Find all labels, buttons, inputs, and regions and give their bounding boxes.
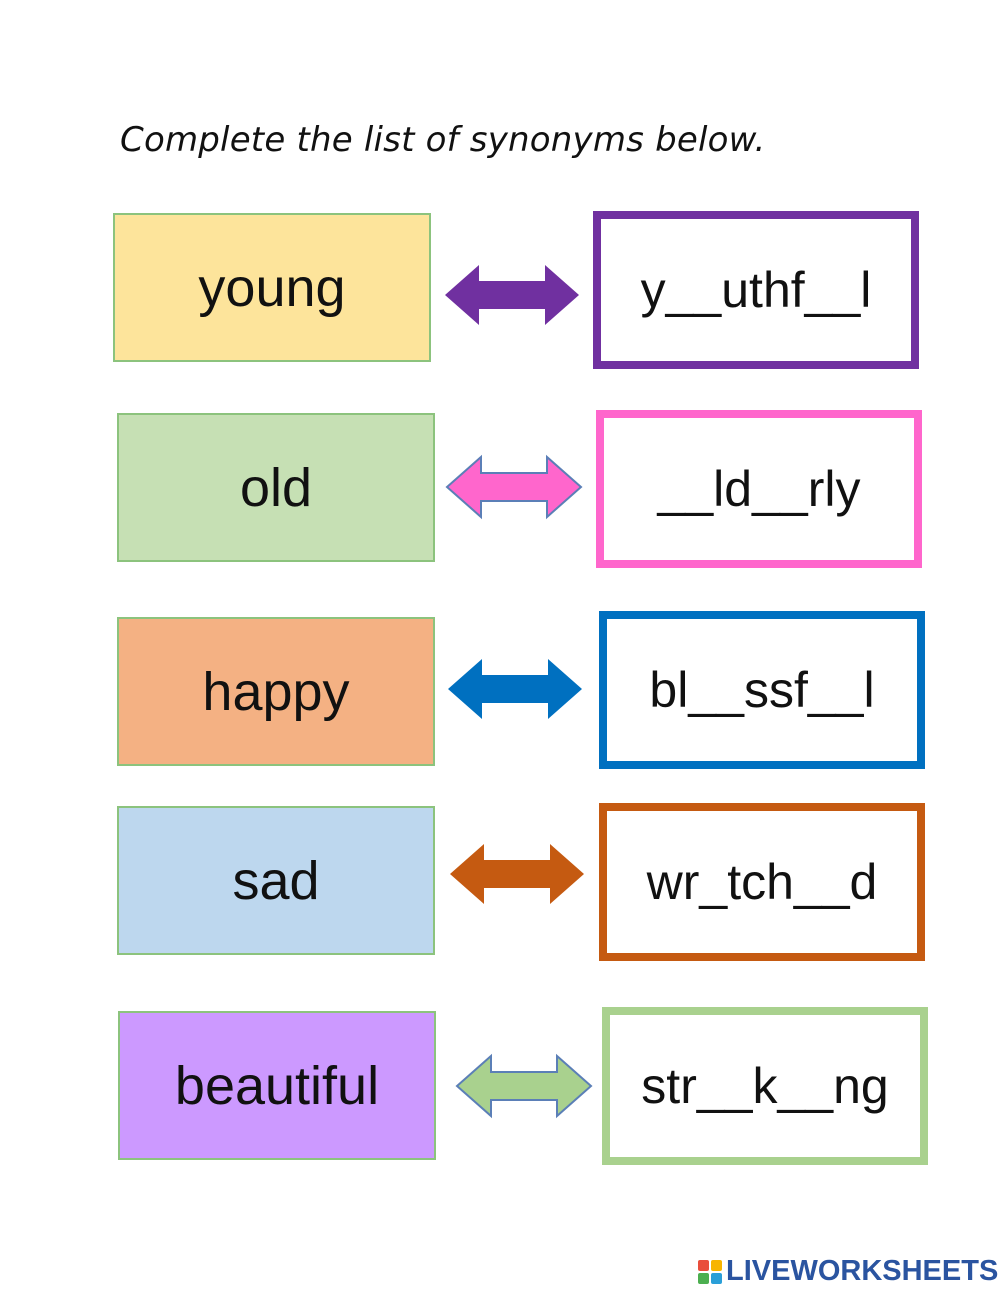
arrow-shape: [445, 454, 583, 520]
logo-square: [711, 1272, 722, 1284]
instruction-text: Complete the list of synonyms below.: [120, 120, 766, 160]
arrow-shape: [448, 659, 582, 719]
word-box-happy: happy: [117, 617, 435, 766]
answer-hint: str__k__ng: [641, 1058, 889, 1114]
answer-field-happy[interactable]: bl__ssf__l: [599, 611, 925, 769]
answer-field-old[interactable]: __ld__rly: [596, 410, 922, 568]
answer-field-young[interactable]: y__uthf__l: [593, 211, 919, 369]
word-box-young: young: [113, 213, 431, 362]
word-label: happy: [202, 661, 350, 722]
answer-field-beautiful[interactable]: str__k__ng: [602, 1007, 928, 1165]
answer-hint: y__uthf__l: [640, 262, 872, 318]
word-label: young: [198, 257, 346, 318]
logo-square: [711, 1259, 722, 1271]
liveworksheets-logo-icon: [698, 1259, 722, 1284]
double-arrow-icon: [448, 659, 582, 719]
logo-square: [698, 1259, 709, 1271]
word-label: old: [239, 457, 313, 518]
arrow-shape: [445, 265, 579, 325]
double-arrow-icon: [450, 844, 584, 904]
double-arrow-icon: [455, 1053, 593, 1119]
word-box-sad: sad: [117, 806, 435, 955]
word-label: beautiful: [174, 1055, 380, 1116]
word-label: sad: [232, 850, 320, 911]
word-box-old: old: [117, 413, 435, 562]
answer-field-sad[interactable]: wr_tch__d: [599, 803, 925, 961]
liveworksheets-logo[interactable]: LIVEWORKSHEETS: [698, 1255, 998, 1288]
answer-hint: wr_tch__d: [646, 854, 878, 910]
word-box-beautiful: beautiful: [118, 1011, 436, 1160]
double-arrow-icon: [445, 265, 579, 325]
answer-hint: bl__ssf__l: [649, 662, 875, 718]
double-arrow-icon: [445, 454, 583, 520]
brand-name: LIVEWORKSHEETS: [726, 1255, 999, 1287]
arrow-shape: [450, 844, 584, 904]
arrow-shape: [455, 1053, 593, 1119]
answer-hint: __ld__rly: [657, 461, 861, 517]
logo-square: [698, 1272, 709, 1284]
